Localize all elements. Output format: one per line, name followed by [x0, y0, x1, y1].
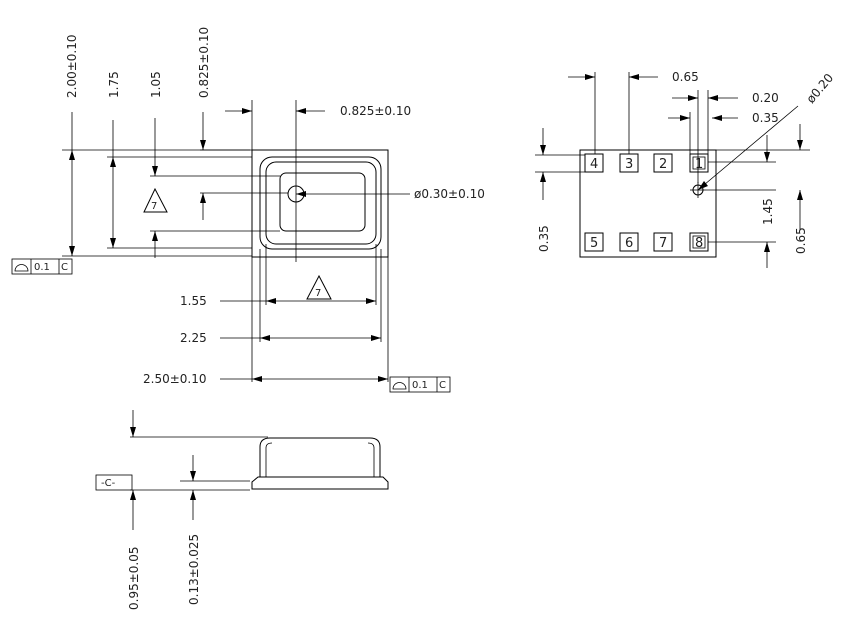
svg-text:7: 7 [659, 236, 667, 251]
lid-window [279, 172, 366, 232]
pad-8: 8 [689, 232, 709, 252]
dim-pad-pitch: 0.65 [672, 70, 699, 84]
dim-155: 1.55 [180, 294, 207, 308]
svg-text:7: 7 [151, 201, 157, 212]
pad-5: 5 [584, 232, 604, 252]
svg-text:0.1: 0.1 [34, 262, 50, 273]
datum-c-label: -C- [101, 478, 116, 489]
dim-105: 1.05 [149, 71, 163, 98]
top-view: 2.00±0.10 1.75 1.05 0.825±0.10 0.825±0.1… [11, 27, 485, 393]
dim-035-left: 0.35 [537, 225, 551, 252]
svg-text:6: 6 [625, 236, 633, 251]
pad-2: 2 [653, 153, 673, 173]
pad-6: 6 [619, 232, 639, 252]
dim-020: 0.20 [752, 91, 779, 105]
dim-pad-diameter: ø0.20 [804, 71, 837, 106]
pad-1: 1 [689, 153, 709, 173]
dim-175: 1.75 [107, 71, 121, 98]
pad-3: 3 [619, 153, 639, 173]
lid-inner [265, 161, 377, 245]
note-triangle-left [143, 187, 168, 213]
dim-225: 2.25 [180, 331, 207, 345]
lid-profile [259, 437, 381, 477]
feature-control-frame-left: 0.1 C [11, 258, 73, 275]
dim-substrate: 0.13±0.025 [187, 534, 201, 605]
svg-text:1: 1 [695, 157, 703, 172]
dim-side-height: 0.95±0.05 [127, 547, 141, 611]
dim-145: 1.45 [761, 198, 775, 225]
dim-0825-horizontal: 0.825±0.10 [340, 104, 411, 118]
dim-height-total: 2.00±0.10 [65, 35, 79, 99]
svg-text:C: C [439, 380, 446, 391]
dim-065-right: 0.65 [794, 227, 808, 254]
svg-text:8: 8 [695, 236, 703, 251]
dim-port-diameter: ø0.30±0.10 [414, 187, 485, 201]
pad-4: 4 [584, 153, 604, 173]
side-view: -C- 0.95±0.05 0.13±0.025 [95, 410, 389, 611]
dim-035-right: 0.35 [752, 111, 779, 125]
lid-outer [259, 156, 382, 250]
svg-text:0.1: 0.1 [412, 380, 428, 391]
svg-text:C: C [61, 262, 68, 273]
svg-text:3: 3 [625, 157, 633, 172]
datum-c-box [95, 474, 133, 491]
bottom-view: 4 3 2 1 5 6 7 8 0.65 0.20 0.35 [535, 70, 836, 268]
package-outline [251, 149, 389, 258]
dim-0825-vertical: 0.825±0.10 [197, 27, 211, 98]
note-triangle-bottom [306, 274, 332, 300]
svg-text:2: 2 [659, 157, 667, 172]
pad-7: 7 [653, 232, 673, 252]
feature-control-frame-bottom: 0.1 C [389, 376, 451, 393]
substrate [251, 476, 389, 490]
dim-width-total: 2.50±0.10 [143, 372, 207, 386]
svg-text:7: 7 [315, 288, 321, 299]
svg-text:5: 5 [590, 236, 598, 251]
svg-text:4: 4 [590, 157, 598, 172]
pad-view-outline [579, 149, 717, 258]
